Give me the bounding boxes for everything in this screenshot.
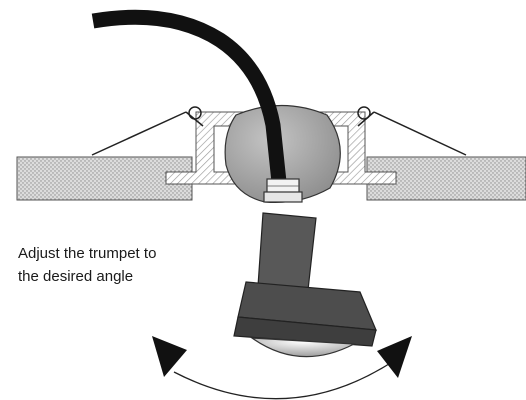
ceiling-panel-left xyxy=(16,156,193,201)
rotate-arrow-icon xyxy=(152,336,412,400)
lens-dome xyxy=(249,337,357,358)
instruction-caption: Adjust the trumpet to the desired angle xyxy=(18,242,238,288)
cable xyxy=(91,9,287,183)
trumpet-neck xyxy=(257,212,317,291)
trumpet-base xyxy=(233,316,377,347)
caption-line-2: the desired angle xyxy=(18,268,134,285)
spring-clip-right xyxy=(357,106,467,156)
spring-clip-left xyxy=(91,106,204,156)
caption-line-1: Adjust the trumpet to xyxy=(18,245,157,262)
